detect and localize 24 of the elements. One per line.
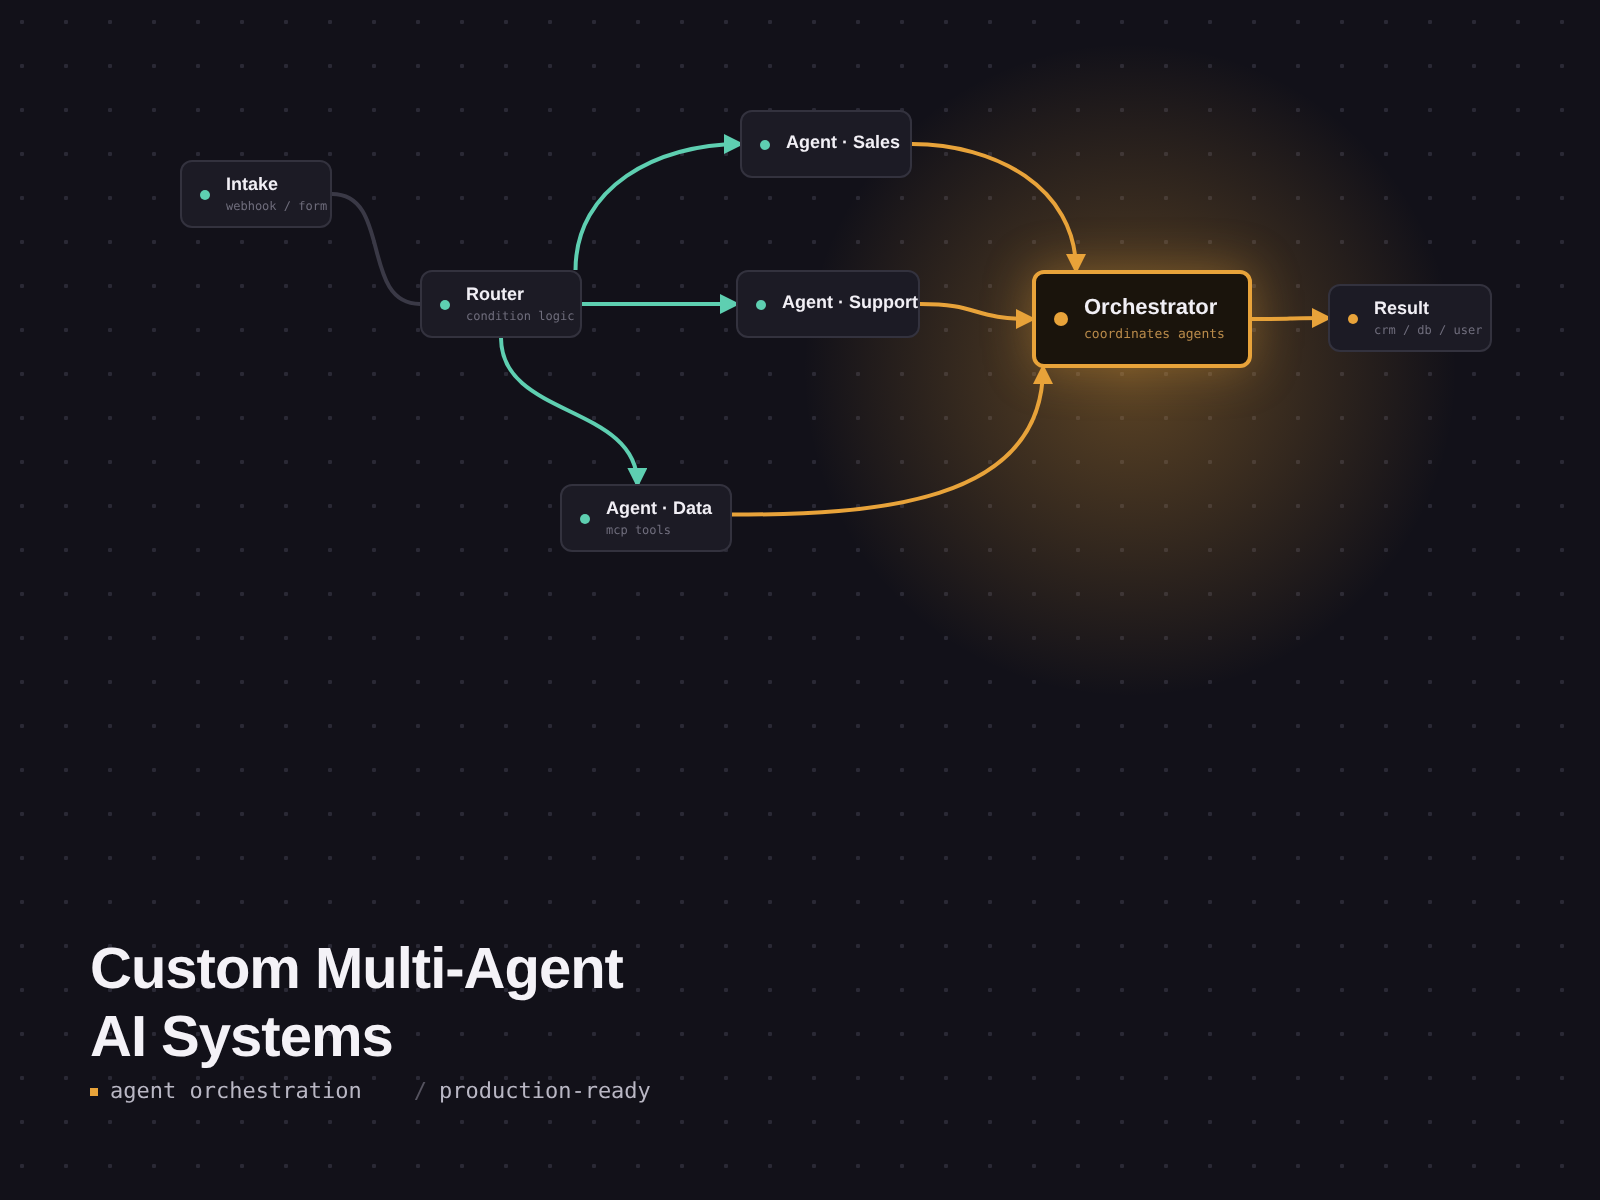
- node-title: Router: [466, 283, 526, 306]
- node-box: [1328, 284, 1492, 352]
- tagline-text: /: [413, 1076, 427, 1108]
- node-title: Intake: [226, 173, 281, 196]
- node-box: [740, 110, 912, 178]
- node-box: [420, 270, 582, 338]
- node-box: [736, 270, 920, 338]
- node-box: [560, 484, 732, 552]
- tagline-text: production-ready: [438, 1076, 651, 1108]
- node-title: Agent · Data: [606, 497, 713, 520]
- node-title: Orchestrator: [1084, 295, 1220, 323]
- arrow: [1252, 308, 1332, 328]
- node-box: [180, 160, 332, 228]
- node-title: Agent · Sales: [786, 132, 901, 156]
- arrow: [499, 337, 645, 488]
- tagline-text: agent orchestration: [110, 1076, 362, 1108]
- arrow: [573, 134, 744, 271]
- arrow: [911, 142, 1085, 274]
- arrow: [582, 294, 740, 314]
- node-title: Result: [1374, 297, 1432, 320]
- arrow: [919, 302, 1036, 329]
- arrow: [732, 364, 1052, 517]
- orchestrator-box: [1032, 270, 1252, 368]
- title: Custom Multi-Agent AI Systems: [90, 936, 625, 1072]
